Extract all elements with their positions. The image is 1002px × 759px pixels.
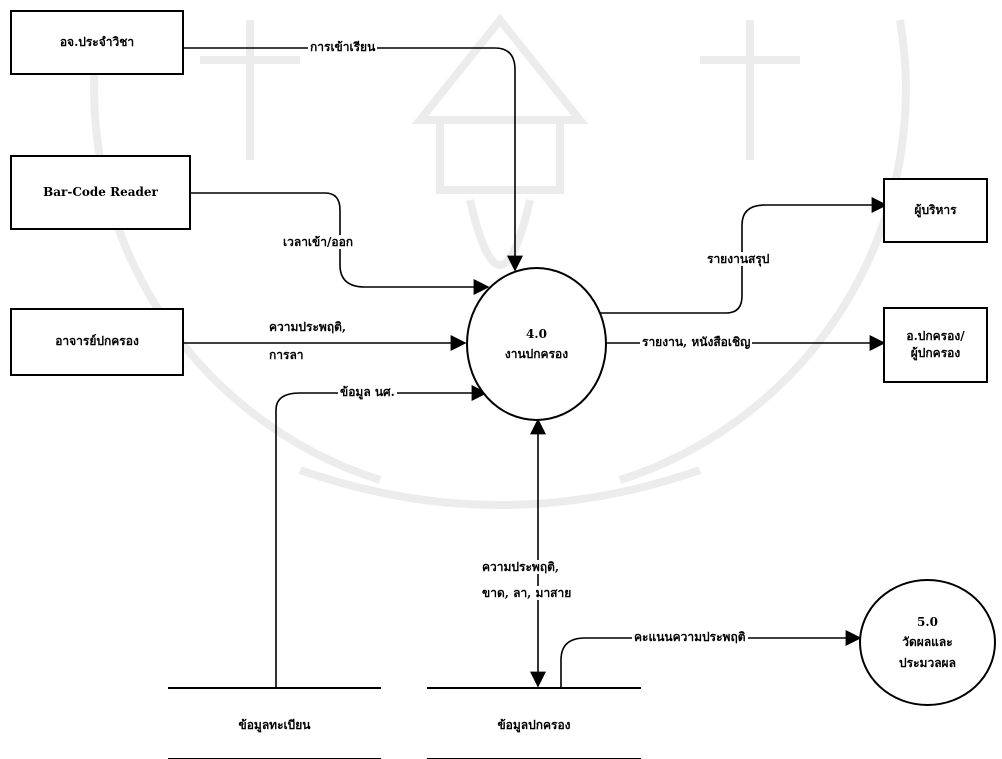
entity-guardian: อ.ปกครอง/ ผู้ปกครอง <box>883 307 988 383</box>
flow-attendance-line <box>183 47 523 272</box>
entity-advisor-label: อาจารย์ปกครอง <box>55 334 139 349</box>
entity-executive-label: ผู้บริหาร <box>914 202 957 217</box>
entity-guardian-label-line1: อ.ปกครอง/ <box>906 328 965 343</box>
entity-instructor: อจ.ประจำวิชา <box>10 10 184 75</box>
entity-advisor: อาจารย์ปกครอง <box>10 308 184 376</box>
entity-barcode-reader-label: Bar-Code Reader <box>43 184 158 199</box>
flow-behavior-leave-label-line2: การลา <box>267 348 306 362</box>
flow-in-out-time-label: เวลาเข้า/ออก <box>281 235 356 249</box>
entity-executive: ผู้บริหาร <box>883 178 988 243</box>
entity-barcode-reader: Bar-Code Reader <box>10 155 191 230</box>
entity-guardian-label-line2: ผู้ปกครอง <box>910 346 961 360</box>
flow-behavior-absence-label-line1: ความประพฤติ, <box>480 560 562 574</box>
process-4-0: 4.0 งานปกครอง <box>466 267 607 421</box>
process-5-0-number: 5.0 <box>917 614 938 629</box>
process-5-0-name-line1: วัดผลและ <box>902 635 953 650</box>
store-discipline-label: ข้อมูลปกครอง <box>497 718 571 732</box>
store-registration-label: ข้อมูลทะเบียน <box>238 718 311 732</box>
entity-instructor-label: อจ.ประจำวิชา <box>59 34 135 49</box>
process-5-0: 5.0 วัดผลและ ประมวลผล <box>859 579 996 706</box>
flow-attendance-label: การเข้าเรียน <box>308 40 378 54</box>
flow-behavior-score-label: คะแนนความประพฤติ <box>632 630 748 644</box>
flow-student-data-line <box>275 385 488 688</box>
process-4-0-number: 4.0 <box>526 326 547 341</box>
flow-behavior-leave-label-line1: ความประพฤติ, <box>267 320 349 334</box>
process-4-0-name: งานปกครอง <box>504 347 569 361</box>
flow-behavior-score-line <box>560 630 862 688</box>
flow-student-data-label: ข้อมูล นศ. <box>338 385 397 399</box>
flow-report-invite-label: รายงาน, หนังสือเชิญ <box>640 335 753 349</box>
flow-behavior-absence-label-line2: ขาด, ลา, มาสาย <box>480 586 574 600</box>
process-5-0-name-line2: ประมวลผล <box>899 655 956 670</box>
flow-summary-report-label: รายงานสรุป <box>705 252 772 266</box>
